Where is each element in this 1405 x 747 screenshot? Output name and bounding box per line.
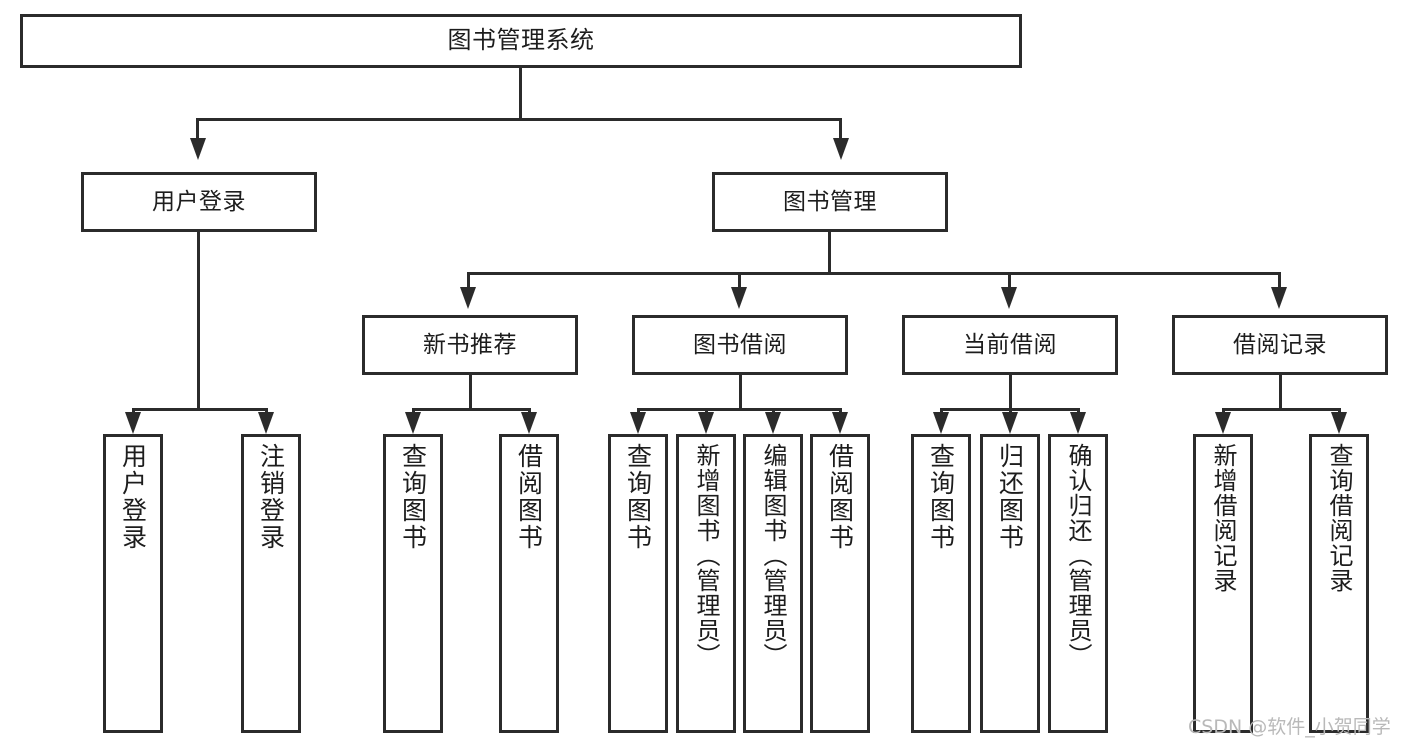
arrowhead-current-borrow-leaf-2 [1002, 412, 1018, 434]
arrowhead-book-borrow-leaf-3 [765, 412, 781, 434]
leaf-borrow-query-book[interactable]: 查询图书 [608, 434, 668, 733]
node-label: 图书管理系统 [447, 26, 595, 55]
node-label: 查询图书 [398, 443, 428, 551]
connector-user-login-drop-1 [132, 408, 135, 414]
connector-level2-bus [467, 272, 1281, 275]
connector-borrow-record-drop-2 [1338, 408, 1341, 414]
arrowhead-book-borrow-leaf-4 [832, 412, 848, 434]
node-label: 查询借阅记录 [1325, 443, 1353, 593]
node-label: 借阅记录 [1233, 331, 1327, 358]
leaf-borrow-edit-book-admin[interactable]: 编辑图书（管理员） [743, 434, 803, 733]
connector-borrow-record-drop-1 [1222, 408, 1225, 414]
leaf-new-book-borrow[interactable]: 借阅图书 [499, 434, 559, 733]
arrowhead-to-new-book [460, 287, 476, 309]
arrowhead-to-borrow-book [731, 287, 747, 309]
node-label: 用户登录 [152, 188, 246, 215]
connector-root-drop-left [196, 118, 199, 140]
watermark-text: CSDN @软件_小贺同学 [1188, 716, 1391, 738]
leaf-current-confirm-return-admin[interactable]: 确认归还（管理员） [1048, 434, 1108, 733]
node-label: 注销登录 [256, 443, 286, 551]
node-label: 用户登录 [118, 443, 148, 551]
arrowhead-to-user-login [190, 138, 206, 160]
arrowhead-new-book-leaf-1 [405, 412, 421, 434]
connector-borrow-record-stem [1279, 375, 1282, 408]
connector-current-borrow-drop-1 [940, 408, 943, 414]
leaf-user-login[interactable]: 用户登录 [103, 434, 163, 733]
arrowhead-borrow-record-leaf-2 [1331, 412, 1347, 434]
connector-root-stem [519, 68, 522, 118]
node-current-borrow[interactable]: 当前借阅 [902, 315, 1118, 375]
node-book-borrow[interactable]: 图书借阅 [632, 315, 848, 375]
leaf-borrow-book[interactable]: 借阅图书 [810, 434, 870, 733]
connector-level2-drop-2 [738, 272, 741, 288]
arrowhead-book-borrow-leaf-2 [698, 412, 714, 434]
leaf-borrow-add-book-admin[interactable]: 新增图书（管理员） [676, 434, 736, 733]
connector-level2-drop-4 [1278, 272, 1281, 288]
node-label: 新增图书（管理员） [692, 443, 720, 668]
connector-root-bus [196, 118, 842, 121]
node-label: 确认归还（管理员） [1064, 443, 1092, 668]
connector-new-book-bus [412, 408, 531, 411]
node-label: 借阅图书 [514, 443, 544, 551]
leaf-current-query-book[interactable]: 查询图书 [911, 434, 971, 733]
arrowhead-to-logout-leaf [258, 412, 274, 434]
arrowhead-to-book-manage [833, 138, 849, 160]
connector-book-borrow-bus [637, 408, 842, 411]
node-label: 编辑图书（管理员） [759, 443, 787, 668]
node-label: 查询图书 [926, 443, 956, 551]
connector-book-borrow-drop-2 [705, 408, 708, 414]
node-label: 新书推荐 [423, 331, 517, 358]
connector-level2-drop-1 [467, 272, 470, 288]
arrowhead-new-book-leaf-2 [521, 412, 537, 434]
connector-level2-drop-3 [1008, 272, 1011, 288]
leaf-record-add[interactable]: 新增借阅记录 [1193, 434, 1253, 733]
node-new-book-recommend[interactable]: 新书推荐 [362, 315, 578, 375]
node-label: 归还图书 [995, 443, 1025, 551]
arrowhead-to-user-login-leaf [125, 412, 141, 434]
node-root-system[interactable]: 图书管理系统 [20, 14, 1022, 68]
connector-user-login-stem [197, 232, 200, 408]
leaf-new-book-query[interactable]: 查询图书 [383, 434, 443, 733]
node-label: 新增借阅记录 [1209, 443, 1237, 593]
connector-borrow-record-bus [1222, 408, 1341, 411]
arrowhead-to-current-borrow [1001, 287, 1017, 309]
leaf-record-query[interactable]: 查询借阅记录 [1309, 434, 1369, 733]
arrowhead-to-borrow-record [1271, 287, 1287, 309]
arrowhead-book-borrow-leaf-1 [630, 412, 646, 434]
connector-current-borrow-drop-3 [1077, 408, 1080, 414]
connector-book-borrow-stem [739, 375, 742, 408]
node-borrow-record[interactable]: 借阅记录 [1172, 315, 1388, 375]
connector-book-borrow-drop-1 [637, 408, 640, 414]
node-label: 借阅图书 [825, 443, 855, 551]
arrowhead-current-borrow-leaf-3 [1070, 412, 1086, 434]
connector-book-management-stem [828, 232, 831, 272]
leaf-logout[interactable]: 注销登录 [241, 434, 301, 733]
leaf-current-return-book[interactable]: 归还图书 [980, 434, 1040, 733]
node-label: 图书借阅 [693, 331, 787, 358]
connector-current-borrow-drop-2 [1009, 408, 1012, 414]
connector-new-book-drop-2 [528, 408, 531, 414]
connector-book-borrow-drop-3 [772, 408, 775, 414]
arrowhead-borrow-record-leaf-1 [1215, 412, 1231, 434]
connector-new-book-drop-1 [412, 408, 415, 414]
connector-book-borrow-drop-4 [839, 408, 842, 414]
node-label: 查询图书 [623, 443, 653, 551]
connector-new-book-stem [469, 375, 472, 408]
node-book-management[interactable]: 图书管理 [712, 172, 948, 232]
connector-user-login-drop-2 [265, 408, 268, 414]
connector-current-borrow-stem [1009, 375, 1012, 408]
arrowhead-current-borrow-leaf-1 [933, 412, 949, 434]
connector-root-drop-right [839, 118, 842, 140]
connector-user-login-bus [132, 408, 268, 411]
node-user-login[interactable]: 用户登录 [81, 172, 317, 232]
node-label: 当前借阅 [963, 331, 1057, 358]
node-label: 图书管理 [783, 188, 877, 215]
